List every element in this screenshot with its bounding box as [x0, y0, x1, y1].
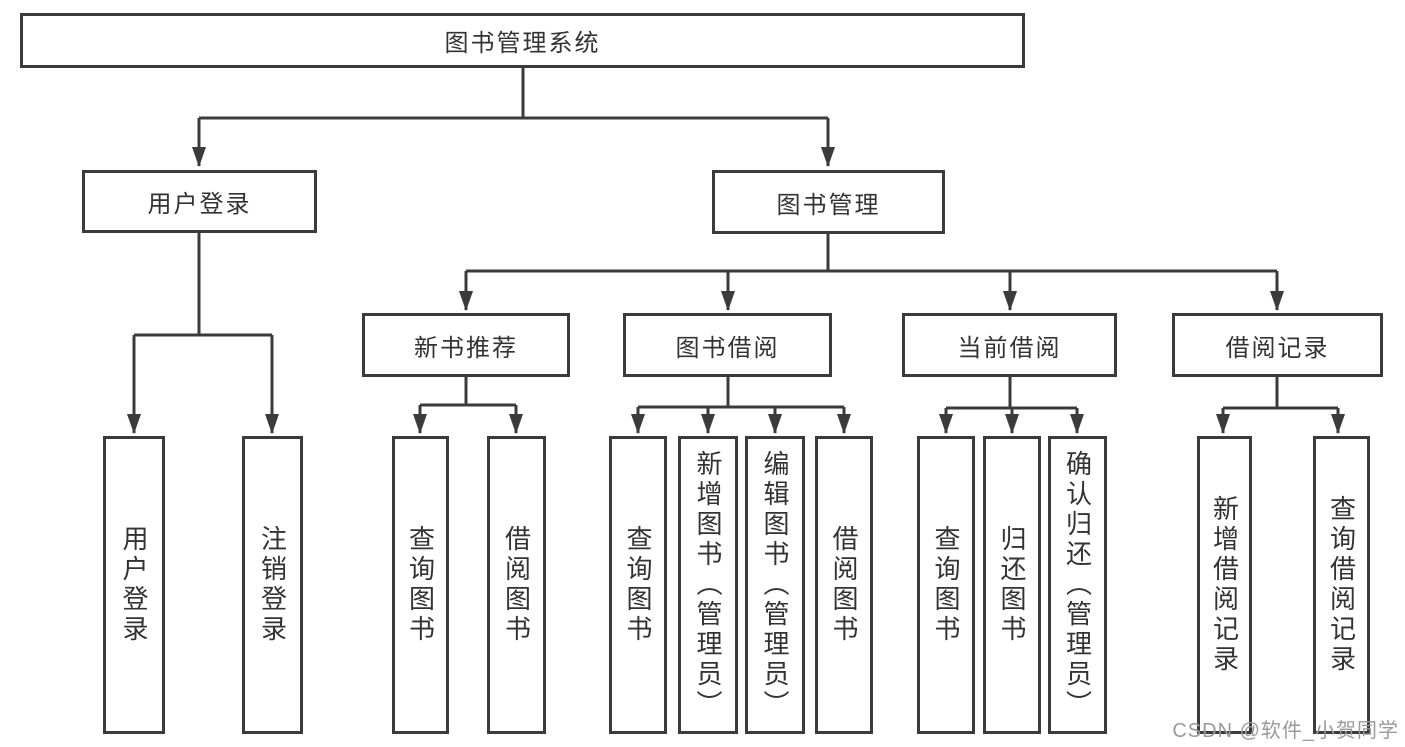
leaf-query-borrow-record: 查询借阅记录: [1313, 436, 1370, 734]
leaf-query-books-recommend: 查询图书: [392, 436, 449, 734]
leaf-add-borrow-record: 新增借阅记录: [1197, 436, 1252, 734]
node-book-borrowing: 图书借阅: [623, 313, 832, 377]
node-library-management-system: 图书管理系统: [20, 13, 1025, 68]
leaf-borrow-books: 借阅图书: [815, 436, 873, 734]
leaf-confirm-return-admin: 确认归还（管理员）: [1048, 436, 1107, 734]
leaf-user-login: 用户登录: [103, 436, 165, 734]
leaf-return-books: 归还图书: [983, 436, 1041, 734]
node-current-borrowing: 当前借阅: [902, 313, 1117, 377]
leaf-edit-books-admin: 编辑图书（管理员）: [745, 436, 805, 734]
leaf-borrow-books-recommend: 借阅图书: [487, 436, 546, 734]
node-borrowing-records: 借阅记录: [1172, 313, 1383, 377]
leaf-add-books-admin: 新增图书（管理员）: [678, 436, 738, 734]
watermark: CSDN @软件_小贺同学: [1172, 720, 1399, 742]
node-user-login: 用户登录: [82, 170, 317, 233]
leaf-query-books-borrow: 查询图书: [609, 436, 667, 734]
leaf-query-books-current: 查询图书: [917, 436, 975, 734]
leaf-logout: 注销登录: [242, 436, 303, 734]
node-book-management: 图书管理: [712, 170, 945, 234]
node-new-book-recommendation: 新书推荐: [362, 313, 570, 377]
